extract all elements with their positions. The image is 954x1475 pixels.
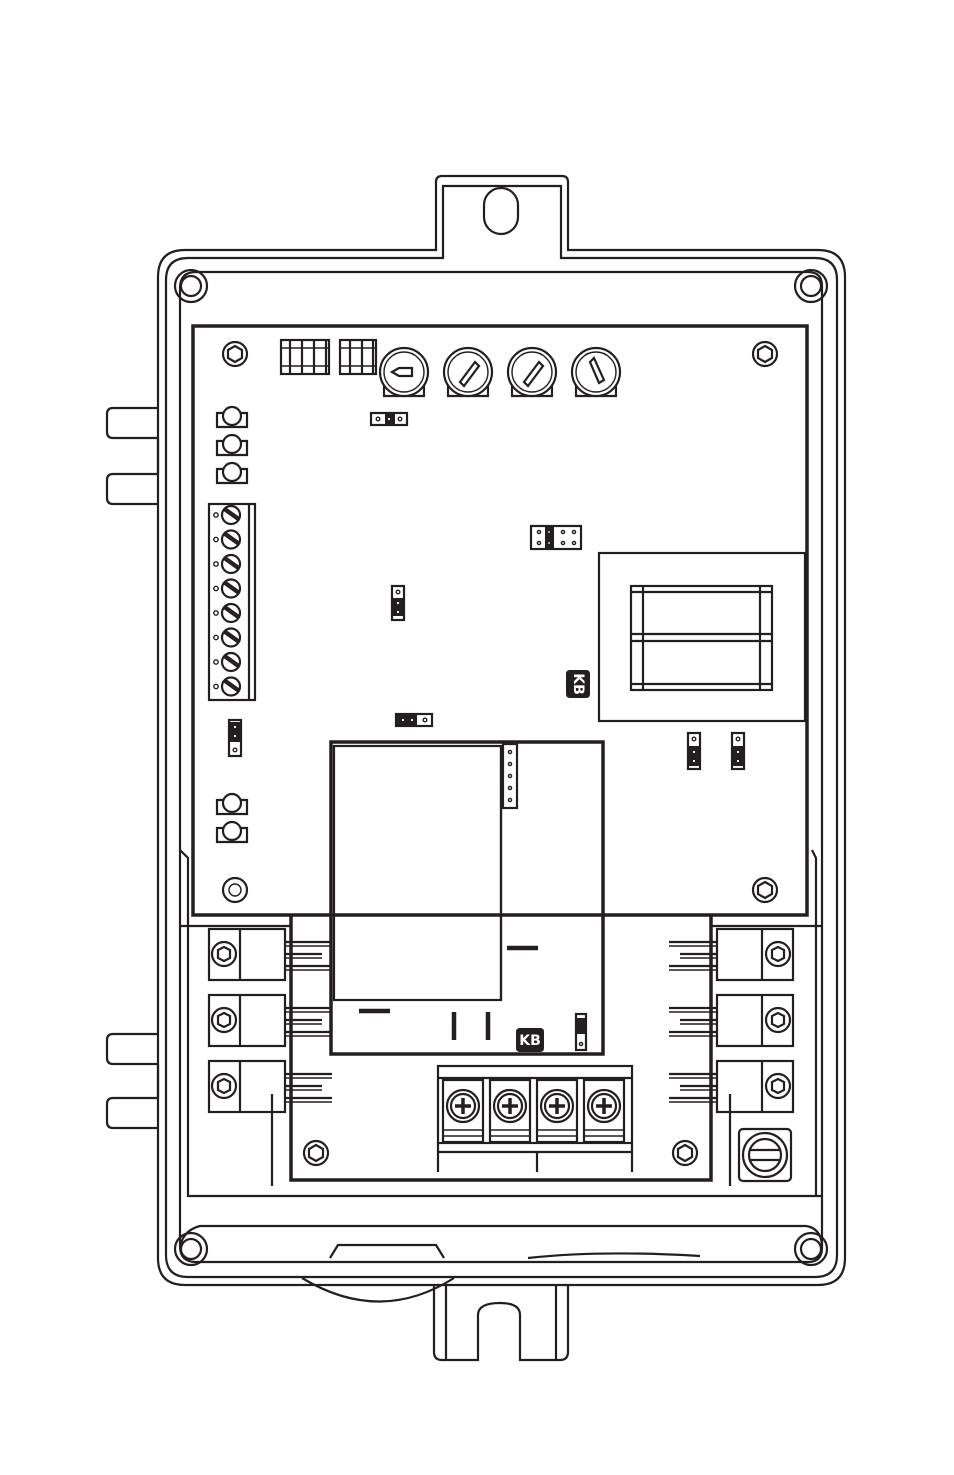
signal-terminal-screw bbox=[214, 604, 240, 622]
relay-component bbox=[599, 553, 805, 721]
trim-pot-3 bbox=[508, 348, 556, 396]
kb-logo-module: KB bbox=[516, 1028, 544, 1052]
signal-terminal-screw bbox=[214, 580, 240, 598]
jumper-block-j2 bbox=[531, 526, 581, 549]
signal-terminal-screw bbox=[214, 629, 240, 647]
ground-screw bbox=[739, 1129, 791, 1181]
signal-terminal-screw bbox=[214, 506, 240, 524]
jumper-j5 bbox=[229, 720, 241, 756]
power-terminal-screw bbox=[537, 1080, 577, 1142]
signal-terminal-screw bbox=[214, 555, 240, 573]
transistor-right-1 bbox=[669, 929, 793, 980]
power-terminal-screw bbox=[584, 1080, 624, 1142]
svg-text:KB: KB bbox=[519, 1033, 541, 1049]
heatsink-module: KB bbox=[331, 742, 603, 1054]
ic-chip-1 bbox=[281, 340, 329, 374]
signal-terminal-screw bbox=[214, 531, 240, 549]
module-screw-right bbox=[673, 1141, 697, 1165]
led-5 bbox=[217, 822, 247, 842]
led-3 bbox=[217, 463, 247, 483]
module-connector bbox=[503, 744, 517, 808]
conduit-bulge bbox=[302, 1278, 454, 1302]
transistor-left-1 bbox=[209, 929, 330, 980]
ic-chip-2 bbox=[340, 340, 376, 374]
trim-pot-2 bbox=[444, 348, 492, 396]
kb-logo-board: KB bbox=[566, 670, 590, 698]
board-screw-top-left bbox=[223, 342, 247, 366]
transistor-left-3 bbox=[209, 1061, 332, 1112]
trim-pot-1 bbox=[380, 348, 428, 396]
top-mount-slot bbox=[484, 188, 518, 234]
power-terminal-block bbox=[438, 1066, 632, 1172]
transistor-right-2 bbox=[669, 995, 793, 1046]
trim-pot-4 bbox=[572, 348, 620, 396]
module-screw-left bbox=[304, 1141, 328, 1165]
jumper-j4 bbox=[396, 714, 432, 726]
jumper-j7 bbox=[732, 733, 744, 769]
board-screw-bottom-left bbox=[223, 878, 247, 902]
led-2 bbox=[217, 435, 247, 455]
board-screw-top-right bbox=[753, 342, 777, 366]
led-1 bbox=[217, 407, 247, 427]
transistor-left-2 bbox=[209, 995, 330, 1046]
svg-text:KB: KB bbox=[570, 673, 586, 695]
led-4 bbox=[217, 794, 247, 814]
signal-terminal-block bbox=[209, 504, 255, 700]
jumper-j1 bbox=[371, 413, 407, 425]
power-terminal-screw bbox=[443, 1080, 483, 1142]
jumper-j3 bbox=[392, 586, 404, 620]
jumper-j8 bbox=[576, 1014, 586, 1050]
signal-terminal-screw bbox=[214, 653, 240, 671]
board-screw-bottom-right bbox=[753, 878, 777, 902]
jumper-j6 bbox=[688, 733, 700, 769]
power-terminal-screw bbox=[490, 1080, 530, 1142]
signal-terminal-screw bbox=[214, 678, 240, 696]
